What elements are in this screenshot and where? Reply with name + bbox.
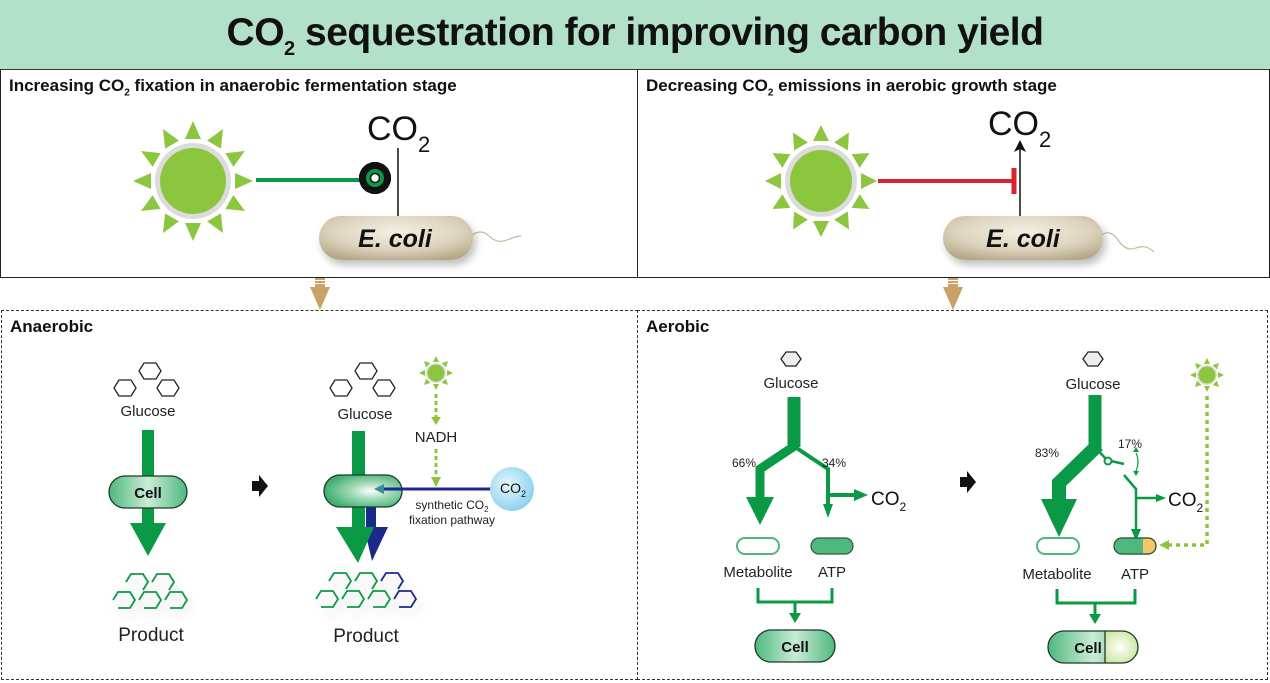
panel-aerobic: Aerobic Glucose CO2 66% 34% Metabolite <box>637 310 1268 680</box>
atp-icon <box>810 537 854 555</box>
ecoli-cell: E. coli <box>943 216 1155 260</box>
glucose-icon <box>113 362 180 397</box>
product-label: Product <box>118 625 184 646</box>
metabolite-arrowhead <box>1041 499 1077 537</box>
synthetic-pathway-arrowhead <box>374 484 384 494</box>
down-arrow-icon <box>310 278 330 310</box>
atp-label: ATP <box>1121 566 1149 583</box>
energy-dashed-line <box>1168 396 1209 547</box>
ecoli-cell: E. coli <box>319 216 522 260</box>
aerobic-scheme: Glucose CO2 66% 34% Metabolite ATP Cell … <box>723 351 1224 664</box>
cell-icon <box>108 475 188 509</box>
metabolite-icon <box>736 537 780 555</box>
switch-icon <box>1103 447 1139 531</box>
metabolite-arrowhead <box>746 497 774 525</box>
pathway-label-line2: fixation pathway <box>409 513 495 527</box>
glucose-label: Glucose <box>120 403 175 420</box>
merge-line <box>1055 589 1137 605</box>
sun-icon <box>1190 358 1224 392</box>
panel-heading-fixation: Increasing CO2 fixation in anaerobic fer… <box>9 76 457 99</box>
next-arrow-icon <box>252 475 268 497</box>
synthetic-flux <box>366 489 376 529</box>
title-text: sequestration for improving carbon yield <box>305 11 1044 54</box>
metabolite-label: Metabolite <box>1022 566 1091 583</box>
fixation-scheme: CO2 E. coli <box>133 110 522 260</box>
flux-arrowhead <box>130 523 166 556</box>
panel-aerobic-emission: Decreasing CO2 emissions in aerobic grow… <box>638 70 1270 278</box>
ecoli-label: E. coli <box>986 225 1061 253</box>
co2-label: CO2 <box>367 110 430 157</box>
split-left-percent: 66% <box>732 456 756 470</box>
cell-label: Cell <box>1074 640 1102 657</box>
metabolite-label: Metabolite <box>723 564 792 581</box>
down-arrow-icon <box>943 278 963 310</box>
merge-arrowhead <box>1089 614 1101 624</box>
cell-label: Cell <box>781 639 809 656</box>
nadh-arrowhead <box>431 477 441 487</box>
section-label-aerobic: Aerobic <box>646 317 710 336</box>
cell-icon <box>1047 630 1139 664</box>
panel-anaerobic-fixation: Increasing CO2 fixation in anaerobic fer… <box>0 70 638 278</box>
split-right-percent: 17% <box>1118 437 1142 451</box>
energy-arrowhead <box>431 417 441 425</box>
sun-icon <box>419 356 453 390</box>
title-co2-subscript: 2 <box>284 38 295 60</box>
glucose-icon <box>780 351 802 367</box>
glucose-label: Glucose <box>337 406 392 423</box>
product-icon <box>112 573 189 609</box>
glucose-label: Glucose <box>1065 376 1120 393</box>
sun-icon <box>765 125 877 237</box>
cell-label: Cell <box>134 485 162 502</box>
emission-scheme: CO2 E. coli <box>765 105 1155 260</box>
product-label: Product <box>333 626 399 647</box>
split-left-percent: 83% <box>1035 446 1059 460</box>
panel-heading-emission: Decreasing CO2 emissions in aerobic grow… <box>646 76 1057 99</box>
page-title: CO2 sequestration for improving carbon y… <box>226 11 1044 60</box>
co2-branch-arrowhead <box>854 489 868 501</box>
panel-anaerobic: Anaerobic Glucose Cell P <box>1 310 638 680</box>
glucose-icon <box>1082 351 1104 367</box>
merge-line <box>756 588 834 604</box>
atp-arrowhead <box>1131 529 1141 541</box>
gear-icon <box>359 162 391 194</box>
co2-bubble <box>490 467 534 511</box>
atp-arrowhead <box>823 504 833 518</box>
section-label-anaerobic: Anaerobic <box>10 317 94 336</box>
co2-label: CO2 <box>1168 490 1204 515</box>
cell-icon <box>323 474 403 508</box>
co2-label: CO2 <box>871 489 907 514</box>
pathway-label-line1: synthetic CO2 <box>415 498 489 514</box>
glucose-label: Glucose <box>763 375 818 392</box>
co2-label: CO2 <box>988 105 1051 152</box>
nadh-label: NADH <box>415 429 458 446</box>
title-co2: CO <box>226 11 285 54</box>
anaerobic-scheme: Glucose Cell Product Glucose CO2 <box>108 356 534 647</box>
title-banner: CO2 sequestration for improving carbon y… <box>0 0 1270 70</box>
flagellum-icon <box>1099 232 1155 253</box>
product-icon <box>315 572 418 608</box>
atp-label: ATP <box>818 564 846 581</box>
flagellum-icon <box>470 231 522 242</box>
ecoli-label: E. coli <box>358 225 433 253</box>
atp-icon <box>1113 537 1157 555</box>
glucose-icon <box>329 362 396 397</box>
cell-icon <box>754 629 836 663</box>
co2-branch-arrowhead <box>1156 494 1166 502</box>
metabolite-icon <box>1036 537 1080 555</box>
flux-arrowhead <box>336 527 374 563</box>
flux-split <box>755 397 830 506</box>
flux-split <box>1052 395 1107 506</box>
sun-icon <box>133 121 253 241</box>
split-right-percent: 34% <box>822 456 846 470</box>
energy-arrowhead <box>1159 540 1169 550</box>
merge-arrowhead <box>789 613 801 623</box>
next-arrow-icon <box>960 471 976 493</box>
co2-label: CO2 <box>500 480 526 499</box>
